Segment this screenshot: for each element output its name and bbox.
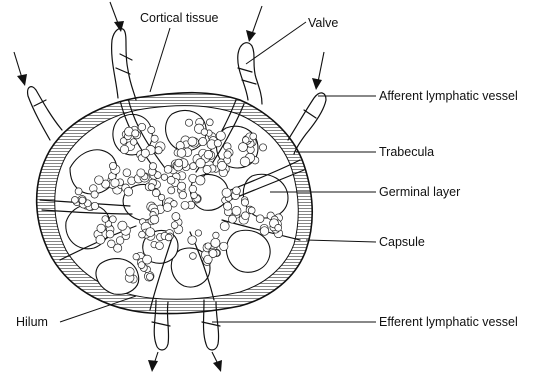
follicle-cell bbox=[132, 130, 139, 137]
follicle-cell bbox=[116, 237, 124, 245]
follicle-cell bbox=[224, 202, 232, 210]
follicle-cell bbox=[220, 242, 228, 250]
follicle-cell bbox=[167, 176, 175, 184]
follicle-cell bbox=[250, 133, 257, 140]
follicle-cell bbox=[205, 243, 211, 249]
follicle-cell bbox=[155, 147, 162, 154]
follicle-cell bbox=[196, 159, 205, 168]
follicle-cell bbox=[224, 151, 231, 158]
follicle-cell bbox=[75, 188, 82, 195]
follicle-cell bbox=[164, 166, 172, 174]
follicle-cell bbox=[240, 157, 250, 167]
follicle-cell bbox=[239, 143, 248, 152]
follicle-cell bbox=[220, 222, 229, 231]
follicle-cell bbox=[259, 144, 266, 151]
follicle-cell bbox=[91, 191, 98, 198]
follicle-cell bbox=[126, 268, 135, 277]
follicle-cell bbox=[149, 163, 156, 170]
follicle-cell bbox=[206, 119, 213, 126]
follicle-cell bbox=[161, 174, 167, 180]
follicle-cell bbox=[256, 215, 264, 223]
follicle-cell bbox=[181, 201, 189, 209]
follicle-cell bbox=[211, 238, 220, 247]
follicle-cell bbox=[146, 228, 155, 237]
follicle-cell bbox=[232, 206, 241, 215]
follicle-cell bbox=[175, 159, 183, 167]
follicle-cell bbox=[156, 242, 164, 250]
follicle-cell bbox=[199, 138, 207, 146]
label-cortical-tissue: Cortical tissue bbox=[140, 11, 219, 25]
follicle-cell bbox=[109, 162, 116, 169]
follicle-cell bbox=[79, 197, 86, 204]
follicle-cell bbox=[150, 215, 159, 224]
follicle-cell bbox=[275, 224, 282, 231]
follicle-cell bbox=[143, 255, 152, 264]
follicle-cell bbox=[195, 230, 201, 236]
label-efferent-lymphatic-vessel: Efferent lymphatic vessel bbox=[379, 315, 518, 329]
follicle-cell bbox=[179, 191, 187, 199]
follicle-cell bbox=[214, 140, 221, 147]
follicle-cell bbox=[172, 213, 180, 221]
follicle-cell bbox=[139, 231, 146, 238]
follicle-cell bbox=[242, 212, 250, 220]
follicle-cell bbox=[222, 188, 231, 197]
follicle-cell bbox=[189, 185, 197, 193]
follicle-cell bbox=[171, 222, 178, 229]
follicle-cell bbox=[168, 187, 175, 194]
follicle-cell bbox=[185, 119, 192, 126]
follicle-cell bbox=[118, 221, 127, 230]
follicle-cell bbox=[138, 123, 146, 131]
follicle-cell bbox=[72, 197, 79, 204]
label-trabecula: Trabecula bbox=[379, 145, 434, 159]
follicle-cell bbox=[203, 165, 211, 173]
follicle-cell bbox=[106, 230, 114, 238]
follicle-cell bbox=[91, 202, 98, 209]
follicle-cell bbox=[146, 273, 153, 280]
follicle-cell bbox=[158, 194, 164, 200]
follicle-cell bbox=[260, 227, 269, 236]
follicle-cell bbox=[137, 169, 145, 177]
follicle-cell bbox=[209, 250, 217, 258]
follicle-cell bbox=[218, 161, 227, 170]
follicle-cell bbox=[171, 201, 178, 208]
follicle-cell bbox=[201, 129, 208, 136]
follicle-cell bbox=[165, 234, 172, 241]
follicle-cell bbox=[141, 149, 149, 157]
follicle-cell bbox=[190, 253, 197, 260]
follicle-cell bbox=[216, 131, 225, 140]
follicle-cell bbox=[213, 232, 219, 238]
label-capsule: Capsule bbox=[379, 235, 425, 249]
follicle-cell bbox=[188, 236, 197, 245]
label-afferent-lymphatic-vessel: Afferent lymphatic vessel bbox=[379, 89, 518, 103]
follicle-cell bbox=[177, 149, 186, 158]
follicle-cell bbox=[102, 216, 109, 223]
follicle-cell bbox=[148, 184, 155, 191]
follicle-cell bbox=[196, 176, 205, 185]
follicle-cell bbox=[151, 135, 158, 142]
follicle-cell bbox=[233, 187, 241, 195]
follicle-cell bbox=[188, 137, 197, 146]
follicle-cell bbox=[96, 235, 105, 244]
follicle-cell bbox=[228, 215, 236, 223]
label-hilum: Hilum bbox=[16, 315, 48, 329]
label-germinal-layer: Germinal layer bbox=[379, 185, 460, 199]
follicle-cell bbox=[124, 187, 133, 196]
follicle-cell bbox=[95, 176, 104, 185]
follicle-cell bbox=[111, 179, 119, 187]
follicle-cell bbox=[133, 254, 139, 260]
follicle-cell bbox=[120, 145, 128, 153]
follicle-cell bbox=[204, 150, 213, 159]
follicle-cell bbox=[114, 244, 122, 252]
follicle-cell bbox=[123, 169, 131, 177]
follicle-cell bbox=[148, 126, 155, 133]
follicle-cell bbox=[241, 199, 248, 206]
follicle-cell bbox=[248, 207, 255, 214]
follicle-cell bbox=[178, 182, 186, 190]
follicle-cell bbox=[97, 224, 105, 232]
follicle-cell bbox=[243, 137, 250, 144]
label-valve: Valve bbox=[308, 16, 338, 30]
follicle-cell bbox=[130, 139, 137, 146]
